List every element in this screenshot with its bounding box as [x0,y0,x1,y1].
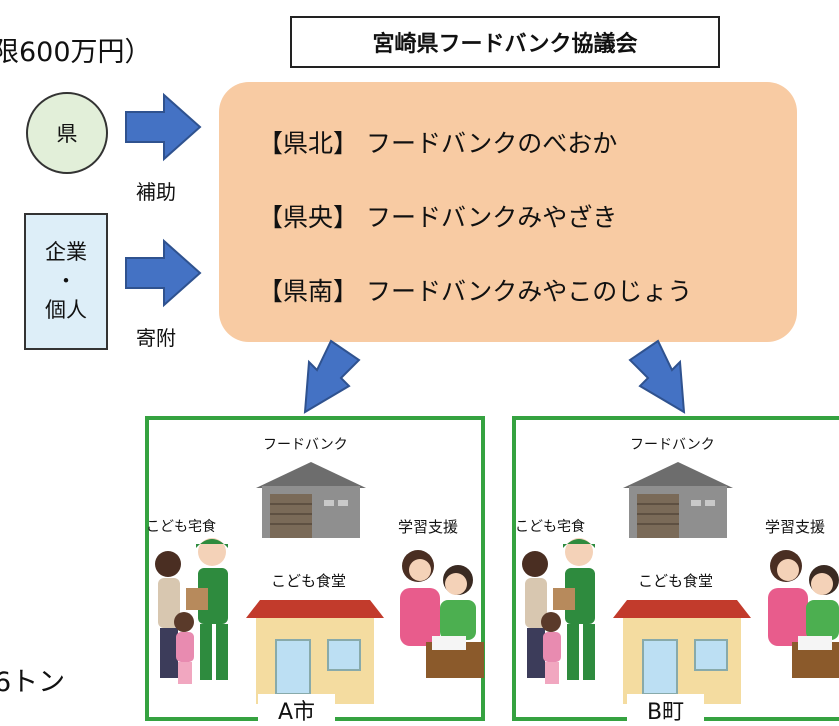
food-bank-central: 【県央】 フードバンクみやざき [258,203,618,232]
donor-line-2: ・ [55,269,77,293]
council-title: 宮崎県フードバンク協議会 [290,16,720,68]
a-study-label: 学習支援 [398,518,459,536]
b-delivery-worker-icon [553,538,595,680]
a-warehouse-icon [256,462,366,538]
food-bank-north: 【県北】 フードバンクのべおか [258,129,618,158]
b-cafeteria-label: こども食堂 [638,572,714,590]
b-warehouse-icon [623,462,733,538]
a-house-icon [246,600,384,704]
subsidy-arrow-icon [125,92,202,162]
municipality-b-label: B町 [627,694,705,726]
donor-line-3: 個人 [45,298,87,322]
a-cafeteria-label: こども食堂 [271,572,347,590]
donor-box: 企業 ・ 個人 [24,213,108,350]
a-delivery-worker-icon [186,538,228,680]
down-arrow-left-icon [303,339,361,414]
tonnage-fragment-text: 6トン [0,667,66,698]
b-student-icon [792,565,839,678]
a-mother-child-icon [155,551,194,684]
prefecture-label: 県 [56,122,78,146]
b-tutor-icon [768,550,808,646]
b-house-icon [613,600,751,704]
donation-label: 寄附 [136,326,176,350]
a-delivery-label: こども宅食 [146,519,216,535]
a-student-icon [426,565,484,678]
municipality-a-label: A市 [258,694,336,726]
donor-line-1: 企業 [45,240,87,264]
b-mother-child-icon [522,551,561,684]
food-bank-south: 【県南】 フードバンクみやこのじょう [258,277,693,306]
b-delivery-label: こども宅食 [515,519,585,535]
a-tutor-icon [400,550,440,646]
subsidy-label: 補助 [136,180,176,204]
down-arrow-right-icon [628,339,686,414]
food-bank-list-box [219,82,797,342]
prefecture-circle: 県 [26,92,108,174]
b-food-bank-label: フードバンク [630,437,715,453]
budget-fragment-text: 限600万円） [0,37,152,68]
b-study-label: 学習支援 [765,518,826,536]
a-food-bank-label: フードバンク [263,437,348,453]
donation-arrow-icon [125,238,202,308]
